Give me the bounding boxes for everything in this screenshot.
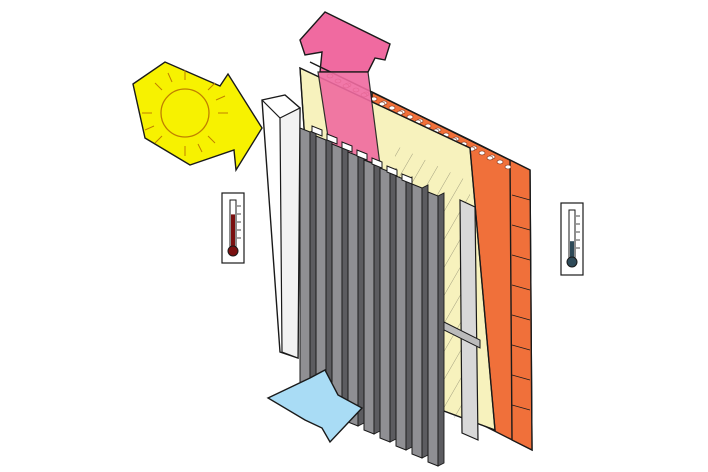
- louver-fin: [315, 135, 327, 411]
- louver-fin: [331, 143, 343, 419]
- louver-fin-side: [405, 176, 413, 451]
- louver-fin-side: [325, 136, 333, 411]
- sun-icon: [160, 88, 210, 138]
- fin-bracket: [371, 157, 383, 169]
- fin-bracket: [341, 141, 353, 153]
- louver-fin-side: [309, 128, 317, 403]
- fin-bracket: [326, 133, 338, 145]
- fin-bracket: [386, 165, 398, 177]
- louver-fin: [363, 159, 375, 435]
- louver-fin: [427, 191, 439, 467]
- grey-louver-fins: [299, 127, 445, 467]
- louver-fin: [395, 175, 407, 451]
- louver-fin: [347, 151, 359, 427]
- fin-bracket: [356, 149, 368, 161]
- louver-fin-side: [421, 184, 429, 459]
- louver-fin: [379, 167, 391, 443]
- sun-arrow-icon: [132, 61, 263, 173]
- louver-fin: [411, 183, 423, 459]
- louver-fin-side: [357, 152, 365, 427]
- cool-air-inlet-arrow-icon: [266, 369, 364, 444]
- louver-fin-side: [341, 144, 349, 419]
- fin-brackets: [311, 125, 413, 185]
- hot-air-outlet-arrow-icon: [299, 11, 391, 73]
- support-rail: [439, 199, 481, 441]
- front-frame: [261, 94, 301, 359]
- fin-bracket: [401, 173, 413, 185]
- louver-fin-side: [437, 192, 445, 467]
- cool-side-thermometer-icon: [560, 202, 584, 276]
- warm-side-thermometer-icon: [221, 192, 245, 264]
- fin-bracket: [311, 125, 323, 137]
- louver-fin-side: [373, 160, 381, 435]
- louver-fin-side: [389, 168, 397, 443]
- louver-fin: [299, 127, 311, 403]
